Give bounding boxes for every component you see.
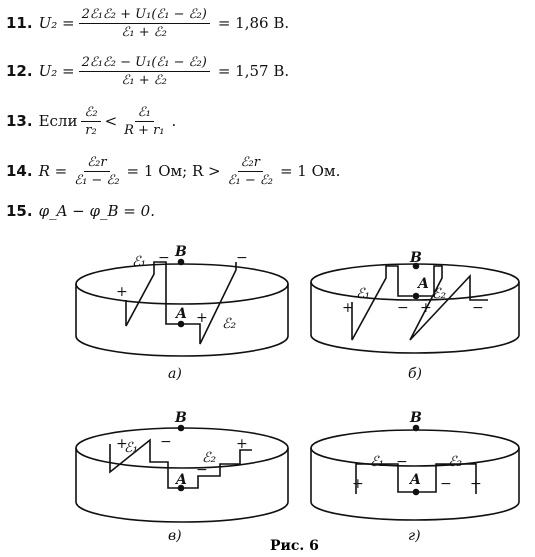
node-b-dot	[177, 258, 185, 266]
ring-top-ellipse	[75, 427, 289, 469]
plus-sign: +	[116, 284, 128, 300]
minus-sign: −	[396, 454, 408, 470]
plus-sign: +	[470, 476, 482, 492]
minus-sign: −	[196, 462, 208, 478]
numerator: ℰ₁	[134, 106, 154, 122]
denominator: ℰ₁ − ℰ₂	[74, 173, 120, 188]
point-a-label: A	[416, 276, 429, 292]
plus-sign: +	[352, 476, 364, 492]
ring-bottom-arc	[310, 501, 520, 521]
point-b-label: B	[174, 244, 187, 260]
plus-sign: +	[420, 300, 432, 316]
answer-number: 11.	[6, 14, 33, 32]
denominator: ℰ₁ + ℰ₂	[121, 73, 167, 88]
lhs: R =	[38, 162, 68, 180]
answer-15: 15. φ_A − φ_B = 0.	[6, 204, 155, 219]
fraction: 2ℰ₁ℰ₂ − U₁(ℰ₁ − ℰ₂) ℰ₁ + ℰ₂	[78, 56, 210, 88]
lhs: U₂ =	[38, 14, 75, 32]
prefix: Если	[38, 112, 78, 130]
answer-14: 14. R = ℰ₂r ℰ₁ − ℰ₂ = 1 Ом; R > ℰ₂r ℰ₁ −…	[6, 156, 340, 187]
circuit-wire	[125, 261, 237, 345]
figure-caption: Рис. 6	[270, 538, 319, 554]
result: = 1,86 В.	[217, 14, 290, 32]
numerator: 2ℰ₁ℰ₂ + U₁(ℰ₁ − ℰ₂)	[78, 8, 210, 24]
node-a-dot	[177, 484, 185, 492]
answer-13: 13. Если ℰ₂ r₂ < ℰ₁ R + r₁ .	[6, 106, 176, 137]
plus-sign: +	[236, 436, 248, 452]
middle-text: = 1 Ом; R >	[126, 162, 221, 180]
ring-bottom-arc	[310, 334, 520, 354]
denominator: r₂	[85, 123, 97, 138]
node-b-dot	[177, 424, 185, 432]
node-a-dot	[412, 488, 420, 496]
numerator: ℰ₂r	[84, 156, 110, 172]
minus-sign: −	[472, 300, 484, 316]
figure-label-c: в)	[168, 528, 182, 544]
plus-sign: +	[116, 436, 128, 452]
figure-label-d: г)	[408, 528, 421, 544]
answer-number: 15.	[6, 202, 33, 220]
emf2-label: ℰ₂	[448, 454, 462, 470]
ring-bottom-arc	[75, 501, 289, 523]
node-b-dot	[412, 424, 420, 432]
emf1-label: ℰ₁	[132, 254, 146, 270]
diagram-d	[310, 424, 520, 521]
ring-bottom-arc	[75, 335, 289, 357]
fraction-1: ℰ₂r ℰ₁ − ℰ₂	[71, 156, 122, 187]
emf1-label: ℰ₁	[124, 440, 138, 456]
lhs: U₂ =	[38, 62, 75, 80]
fraction-2: ℰ₂r ℰ₁ − ℰ₂	[225, 156, 276, 187]
fraction-1: ℰ₂ r₂	[81, 106, 101, 138]
figure-label-a: а)	[168, 366, 182, 382]
circuit-wire	[351, 265, 488, 341]
node-a-dot	[177, 320, 185, 328]
ring-top-ellipse	[310, 429, 520, 467]
point-a-label: A	[174, 306, 187, 322]
numerator: ℰ₂	[81, 106, 101, 122]
equation-text: φ_A − φ_B = 0.	[38, 202, 155, 220]
point-b-label: B	[409, 250, 422, 266]
answer-number: 12.	[6, 62, 33, 80]
denominator: ℰ₁ − ℰ₂	[227, 173, 273, 188]
operator: <	[104, 112, 118, 130]
circuit-wire	[109, 438, 252, 489]
answer-12: 12. U₂ = 2ℰ₁ℰ₂ − U₁(ℰ₁ − ℰ₂) ℰ₁ + ℰ₂ = 1…	[6, 56, 289, 87]
point-b-label: B	[174, 410, 187, 426]
minus-sign: −	[236, 250, 248, 266]
emf1-label: ℰ₁	[356, 286, 370, 302]
diagram-b	[310, 262, 520, 354]
point-b-label: B	[409, 410, 422, 426]
minus-sign: −	[158, 250, 170, 266]
minus-sign: −	[160, 434, 172, 450]
diagram-c	[75, 424, 289, 523]
point-a-label: A	[174, 472, 187, 488]
denominator: ℰ₁ + ℰ₂	[121, 25, 167, 40]
result: = 1 Ом.	[279, 162, 341, 180]
result: = 1,57 В.	[217, 62, 290, 80]
suffix: .	[171, 112, 177, 130]
point-a-label: A	[408, 472, 421, 488]
numerator: 2ℰ₁ℰ₂ − U₁(ℰ₁ − ℰ₂)	[78, 56, 210, 72]
node-a-dot	[412, 292, 420, 300]
emf2-label: ℰ₂	[432, 286, 446, 302]
plus-sign: +	[196, 310, 208, 326]
answer-11: 11. U₂ = 2ℰ₁ℰ₂ + U₁(ℰ₁ − ℰ₂) ℰ₁ + ℰ₂ = 1…	[6, 8, 289, 39]
emf2-label: ℰ₂	[202, 450, 216, 466]
answer-number: 13.	[6, 112, 33, 130]
denominator: R + r₁	[124, 123, 165, 138]
emf1-label: ℰ₁	[370, 454, 384, 470]
emf2-label: ℰ₂	[222, 316, 236, 332]
fraction-2: ℰ₁ R + r₁	[121, 106, 167, 137]
figure-label-b: б)	[408, 366, 422, 382]
minus-sign: −	[397, 300, 409, 316]
minus-sign: −	[440, 476, 452, 492]
plus-sign: +	[342, 300, 354, 316]
numerator: ℰ₂r	[237, 156, 263, 172]
answer-number: 14.	[6, 162, 33, 180]
diagram-a	[75, 258, 289, 357]
ring-top-ellipse	[75, 263, 289, 305]
fraction: 2ℰ₁ℰ₂ + U₁(ℰ₁ − ℰ₂) ℰ₁ + ℰ₂	[78, 8, 210, 40]
node-b-dot	[412, 262, 420, 270]
